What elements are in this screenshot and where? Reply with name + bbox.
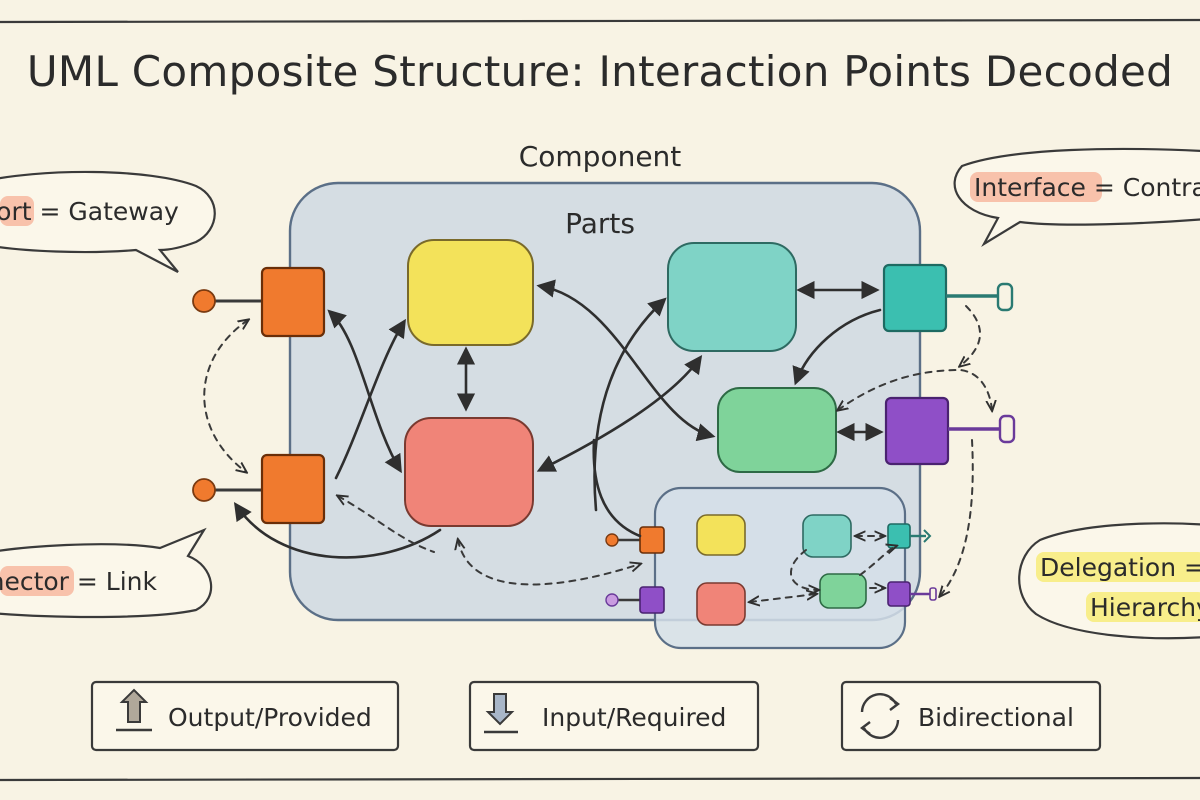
svg-text:Connector = Link: Connector = Link	[0, 567, 158, 596]
part-teal	[667, 242, 797, 352]
nested-port-purple	[605, 586, 665, 614]
interface-purple	[884, 396, 1016, 466]
part-green	[717, 387, 837, 473]
bubble-connector-prefix: Connector	[0, 567, 70, 596]
arrow-down-icon	[484, 693, 518, 734]
bubble-interface-rest: = Contract	[1086, 173, 1200, 202]
legend-label-output: Output/Provided	[168, 703, 372, 732]
legend: Output/Provided Input/Required Bidirecti…	[90, 680, 1102, 752]
nested-interface-purple	[887, 581, 937, 607]
cycle-icon	[860, 693, 900, 739]
bubble-delegation-line2: Hierarchy	[1090, 593, 1200, 622]
bubble-port: Port = Gateway	[0, 170, 216, 273]
delegation-dashed-lines	[203, 305, 992, 602]
connectors	[233, 279, 884, 559]
bubble-port-rest: = Gateway	[32, 197, 179, 226]
part-yellow	[407, 239, 534, 346]
bubble-interface-prefix: Interface	[974, 173, 1086, 202]
arrow-up-icon	[116, 688, 152, 732]
interface-teal	[882, 263, 1014, 333]
legend-item-input: Input/Required	[468, 680, 760, 752]
port-bottom-left	[192, 453, 326, 525]
bubble-connector: Connector = Link	[0, 527, 213, 619]
bubble-interface: Interface = Contract	[953, 147, 1200, 248]
nested-part-yellow	[696, 514, 746, 556]
component-label: Component	[519, 140, 682, 173]
diagram-title: UML Composite Structure: Interaction Poi…	[27, 47, 1173, 96]
top-border-line	[0, 18, 1200, 24]
svg-text:Port = Gateway: Port = Gateway	[0, 197, 179, 226]
bubble-delegation: Delegation = Hierarchy	[1018, 522, 1200, 640]
parts-label: Parts	[565, 207, 635, 240]
bubble-delegation-line1: Delegation =	[1040, 553, 1200, 582]
nested-subcomponent	[653, 486, 907, 650]
bottom-border-line	[0, 776, 1200, 782]
nested-part-green	[819, 573, 867, 609]
bubble-connector-rest: = Link	[69, 567, 158, 596]
legend-item-bidirectional: Bidirectional	[840, 680, 1102, 752]
legend-label-bidirectional: Bidirectional	[918, 703, 1074, 732]
nested-part-red	[696, 582, 746, 626]
nested-part-teal	[802, 514, 852, 558]
legend-label-input: Input/Required	[542, 703, 726, 732]
port-top-left	[192, 266, 326, 338]
legend-item-output: Output/Provided	[90, 680, 400, 752]
part-red	[404, 417, 534, 527]
svg-text:Interface = Contract: Interface = Contract	[974, 173, 1200, 202]
nested-interface-teal	[887, 523, 932, 549]
bubble-port-prefix: Port	[0, 197, 32, 226]
